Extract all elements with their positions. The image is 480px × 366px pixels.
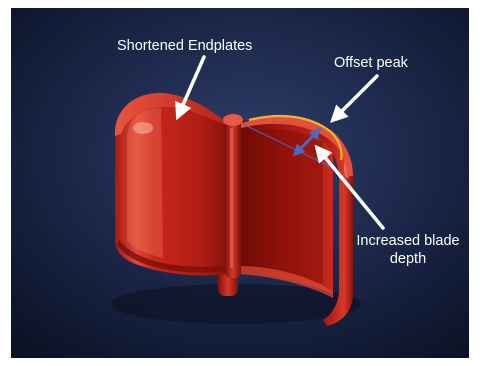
render-frame: Shortened Endplates Offset peak Increase… [11, 8, 469, 358]
central-shaft [223, 114, 243, 278]
left-blade [115, 93, 237, 276]
increased-blade-depth-line2: depth [356, 250, 460, 268]
shortened-endplates-label: Shortened Endplates [117, 37, 252, 55]
increased-blade-depth-label: Increased blade depth [356, 232, 460, 268]
right-blade-inner [239, 117, 333, 298]
offset-peak-label: Offset peak [334, 54, 408, 72]
increased-blade-depth-line1: Increased blade [356, 232, 460, 250]
